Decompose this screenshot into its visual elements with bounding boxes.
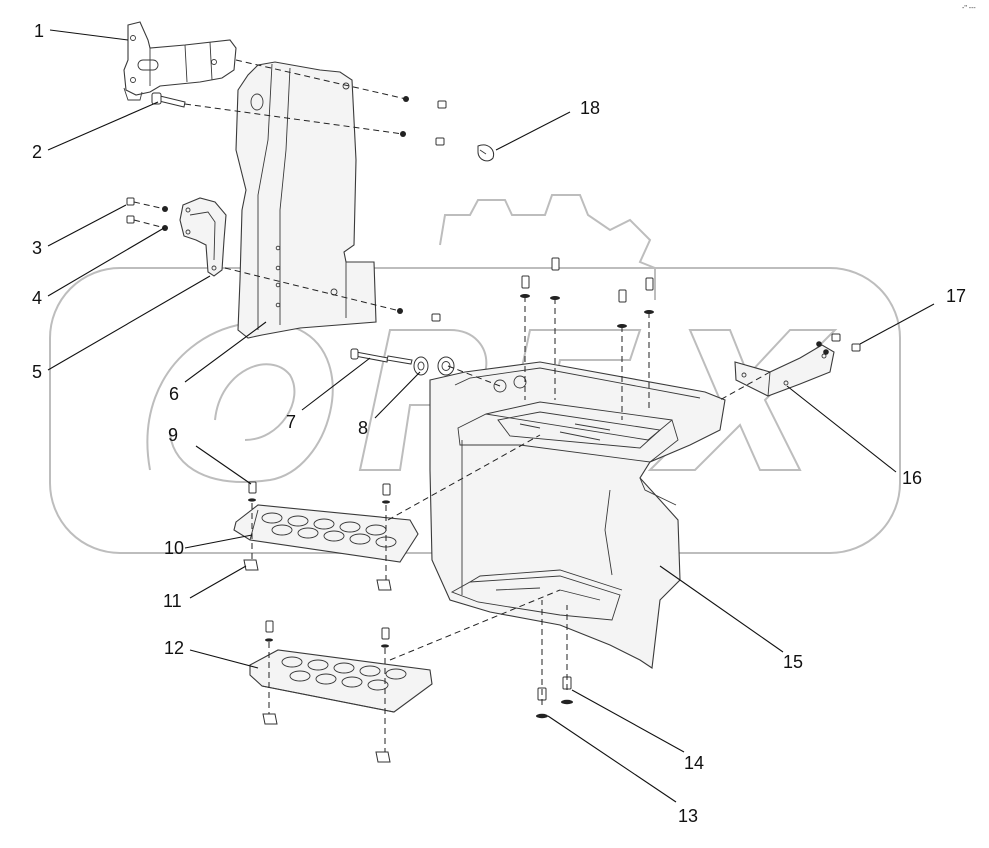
corner-mark: -" --- bbox=[962, 5, 976, 12]
part-15-step-box bbox=[429, 361, 726, 669]
callout-12: 12 bbox=[164, 638, 184, 658]
part-6-side-panel bbox=[235, 61, 377, 339]
part-3-4-fasteners bbox=[126, 197, 168, 231]
callout-1: 1 bbox=[34, 21, 44, 41]
callout-17: 17 bbox=[946, 286, 966, 306]
part-10-upper-tread bbox=[233, 504, 419, 563]
callout-6: 6 bbox=[169, 384, 179, 404]
callout-16: 16 bbox=[902, 468, 922, 488]
part-5-hook-bracket bbox=[179, 197, 227, 277]
panel-fasteners bbox=[397, 96, 447, 322]
part-8-bushings bbox=[413, 356, 455, 376]
part-2-bolt bbox=[151, 92, 186, 108]
part-17-fasteners bbox=[816, 333, 861, 355]
callout-2: 2 bbox=[32, 142, 42, 162]
part-7-long-bolts bbox=[350, 348, 413, 365]
assembly-guide-lines bbox=[133, 59, 771, 752]
part-1-upper-bracket bbox=[123, 21, 237, 101]
callout-13: 13 bbox=[678, 806, 698, 826]
callout-5: 5 bbox=[32, 362, 42, 382]
part-18-clip bbox=[477, 144, 495, 162]
callout-18: 18 bbox=[580, 98, 600, 118]
callout-labels: 1 2 3 4 5 6 7 8 9 10 11 12 13 14 15 16 1… bbox=[32, 21, 966, 826]
callout-leaders bbox=[47, 29, 935, 803]
callout-14: 14 bbox=[684, 753, 704, 773]
callout-15: 15 bbox=[783, 652, 803, 672]
callout-4: 4 bbox=[32, 288, 42, 308]
part-12-lower-tread bbox=[249, 620, 433, 763]
part-16-side-bracket bbox=[734, 344, 835, 397]
callout-10: 10 bbox=[164, 538, 184, 558]
callout-9: 9 bbox=[168, 425, 178, 445]
callout-7: 7 bbox=[286, 412, 296, 432]
part-9-11-tread-fasteners bbox=[243, 481, 392, 591]
callout-11: 11 bbox=[163, 591, 182, 611]
callout-3: 3 bbox=[32, 238, 42, 258]
callout-8: 8 bbox=[358, 418, 368, 438]
